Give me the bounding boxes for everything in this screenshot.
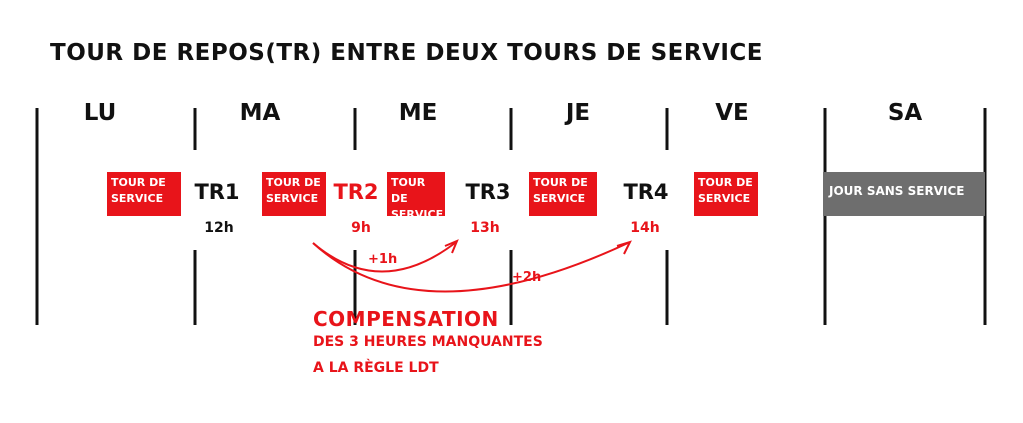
service-block: Tour de service bbox=[107, 172, 181, 216]
arrow-head bbox=[616, 240, 632, 255]
service-block: Tour de service bbox=[529, 172, 597, 216]
compensation-title: COMPENSATION bbox=[313, 307, 499, 331]
off-day-block: Jour sans service bbox=[823, 172, 985, 216]
page-title: TOUR DE REPOS(TR) ENTRE DEUX TOURS DE SE… bbox=[50, 40, 764, 66]
service-label-line2: service bbox=[266, 192, 319, 205]
rest-label-tr3: TR3 bbox=[465, 180, 511, 204]
day-label-lu: LU bbox=[83, 100, 117, 126]
rest-label-tr4: TR4 bbox=[623, 180, 669, 204]
service-label-line2: service bbox=[533, 192, 586, 205]
arrow-label-plus-2h: +2h bbox=[512, 270, 542, 285]
day-label-me: ME bbox=[398, 100, 438, 126]
rest-label-tr2: TR2 bbox=[333, 180, 379, 204]
service-label-line2: service bbox=[698, 192, 751, 205]
service-label-line1: Tour de bbox=[111, 176, 166, 189]
compensation-line-2: A LA RÈGLE LDT bbox=[313, 360, 439, 376]
service-label-line1: Tour de bbox=[698, 176, 753, 189]
rest-hours-tr4: 14h bbox=[630, 220, 660, 236]
service-label-line2: service bbox=[391, 208, 444, 221]
arrow-label-plus-1h: +1h bbox=[368, 252, 398, 267]
rest-hours-tr2: 9h bbox=[351, 220, 371, 236]
service-label-line1: Tour de bbox=[266, 176, 321, 189]
rest-hours-tr1: 12h bbox=[204, 220, 234, 236]
compensation-line-1: DES 3 HEURES MANQUANTES bbox=[313, 334, 543, 350]
rest-label-tr1: TR1 bbox=[194, 180, 240, 204]
day-label-je: JE bbox=[565, 100, 591, 126]
service-block: Tour de service bbox=[694, 172, 758, 216]
rest-hours-tr3: 13h bbox=[470, 220, 500, 236]
arrow-head bbox=[444, 239, 459, 254]
day-label-ve: VE bbox=[715, 100, 749, 126]
arrow-plus-2h bbox=[312, 242, 629, 293]
day-label-ma: MA bbox=[239, 100, 281, 126]
service-label-line1: Tour de bbox=[533, 176, 588, 189]
service-block: Tour de service bbox=[387, 172, 445, 221]
service-label-line2: service bbox=[111, 192, 164, 205]
service-block: Tour de service bbox=[262, 172, 326, 216]
service-label-line1: Tour de bbox=[391, 176, 426, 205]
day-label-sa: SA bbox=[887, 100, 923, 126]
